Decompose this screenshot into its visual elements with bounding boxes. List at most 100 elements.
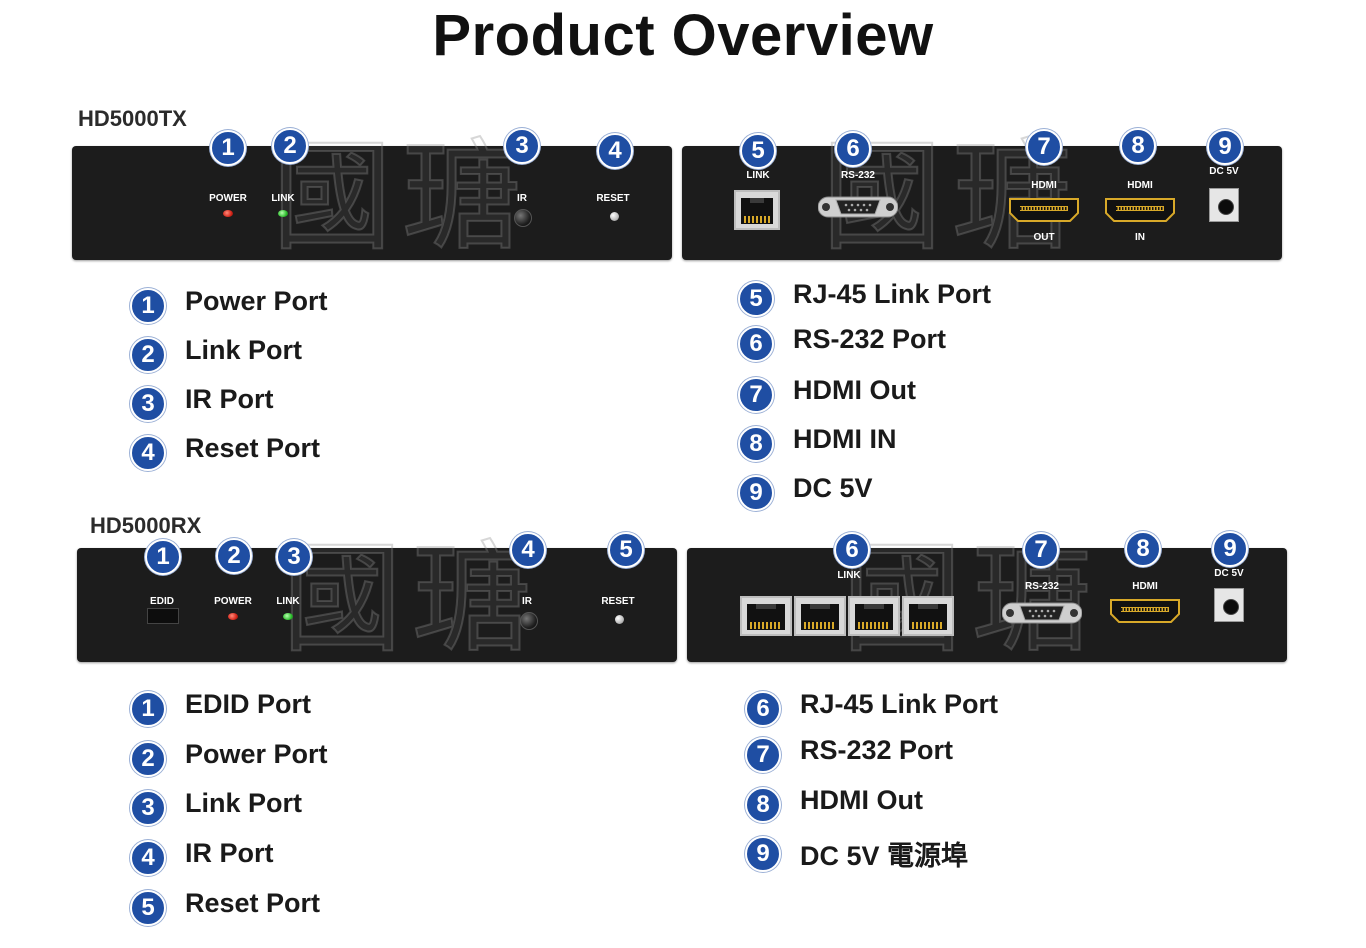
rx-ir-label: IR [522, 596, 532, 607]
rx-badge-8: 8 [1125, 531, 1161, 567]
legend-text: RS-232 Port [793, 324, 947, 354]
legend-text: Power Port [185, 739, 328, 769]
rx-rj45-port-3 [848, 596, 900, 636]
legend-badge: 1 [130, 288, 166, 324]
tx-link-label: LINK [271, 193, 295, 204]
tx-badge-9: 9 [1207, 129, 1243, 165]
tx-hdmi-in-sublabel: IN [1135, 232, 1145, 243]
legend-text: EDID Port [185, 689, 312, 719]
tx-rs232-label: RS-232 [841, 170, 875, 181]
legend-text: DC 5V [793, 473, 873, 503]
rx-rs232-port [1002, 602, 1082, 624]
tx-hdmi-in-label: HDMI [1127, 180, 1153, 191]
legend-text: DC 5V 電源埠 [800, 841, 969, 871]
tx-rs232-port [818, 196, 898, 218]
rx-rear-panel: 國瑭 LINK RS-232 HDMI DC 5V [687, 539, 1287, 662]
watermark: 國瑭 [281, 530, 542, 669]
legend-badge: 4 [130, 840, 166, 876]
legend-text: RJ-45 Link Port [793, 279, 992, 309]
legend-text: HDMI IN [793, 424, 897, 454]
rx-badge-9: 9 [1212, 531, 1248, 567]
rx-link-led [283, 613, 293, 620]
legend-badge: 2 [130, 337, 166, 373]
rx-badge-6: 6 [834, 532, 870, 568]
rx-rj45-port-4 [902, 596, 954, 636]
legend-text: Power Port [185, 286, 328, 316]
tx-ir-sensor [514, 209, 532, 227]
rx-dc-jack [1214, 588, 1244, 622]
legend-text: Reset Port [185, 433, 321, 463]
legend-text: HDMI Out [800, 785, 923, 815]
rx-badge-5: 5 [608, 532, 644, 568]
tx-dc-label: DC 5V [1209, 166, 1239, 177]
rx-badge-4: 4 [510, 532, 546, 568]
tx-power-label: POWER [209, 193, 247, 204]
tx-dc-jack [1209, 188, 1239, 222]
tx-badge-7: 7 [1026, 129, 1062, 165]
legend-badge: 8 [738, 426, 774, 462]
rx-badge-1: 1 [145, 539, 181, 575]
legend-badge: 6 [738, 326, 774, 362]
tx-badge-6: 6 [835, 131, 871, 167]
legend-badge: 5 [738, 281, 774, 317]
rx-front-panel: 國瑭 EDID POWER LINK IR RESET [77, 539, 677, 662]
tx-badge-2: 2 [272, 128, 308, 164]
tx-badge-5: 5 [740, 133, 776, 169]
tx-hdmi-out-port [1009, 198, 1079, 222]
legend-badge: 8 [745, 787, 781, 823]
rx-badge-3: 3 [276, 539, 312, 575]
tx-hdmi-out-sublabel: OUT [1033, 232, 1055, 243]
legend-badge: 3 [130, 386, 166, 422]
legend-text: Reset Port [185, 888, 321, 918]
legend-text: RS-232 Port [800, 735, 954, 765]
legend-text: HDMI Out [793, 375, 916, 405]
rx-edid-switch [147, 608, 179, 624]
legend-badge: 5 [130, 890, 166, 926]
legend-badge: 1 [130, 691, 166, 727]
legend-text: IR Port [185, 838, 274, 868]
legend-badge: 9 [745, 836, 781, 872]
legend-text: IR Port [185, 384, 274, 414]
legend-text: Link Port [185, 335, 303, 365]
tx-badge-3: 3 [504, 128, 540, 164]
tx-reset-button [610, 212, 619, 221]
tx-hdmi-out-label: HDMI [1031, 180, 1057, 191]
tx-rear-link-label: LINK [746, 170, 770, 181]
watermark: 國瑭 [271, 128, 532, 267]
rx-ir-sensor [520, 612, 538, 630]
rx-hdmi-label: HDMI [1132, 581, 1158, 592]
legend-badge: 3 [130, 790, 166, 826]
legend-text: Link Port [185, 788, 303, 818]
legend-badge: 7 [745, 737, 781, 773]
tx-rj45-port [734, 190, 780, 230]
tx-model-label: HD5000TX [78, 106, 187, 131]
rx-rs232-label: RS-232 [1025, 581, 1059, 592]
rx-model-label: HD5000RX [90, 513, 202, 538]
rx-badge-2: 2 [216, 538, 252, 574]
rx-hdmi-out-port [1110, 599, 1180, 623]
rx-edid-label: EDID [150, 596, 174, 607]
tx-badge-1: 1 [210, 130, 246, 166]
rx-power-led [228, 613, 238, 620]
rx-rj45-port-1 [740, 596, 792, 636]
rx-rear-link-label: LINK [837, 570, 861, 581]
legend-badge: 9 [738, 475, 774, 511]
tx-link-led [278, 210, 288, 217]
legend-badge: 7 [738, 377, 774, 413]
rx-rj45-port-2 [794, 596, 846, 636]
tx-rear-panel: 國瑭 LINK RS-232 HDMI OUT HDMI IN DC 5V [682, 137, 1282, 260]
tx-ir-label: IR [517, 193, 527, 204]
rx-dc-label: DC 5V [1214, 568, 1244, 579]
tx-badge-8: 8 [1120, 128, 1156, 164]
legend-badge: 4 [130, 435, 166, 471]
rx-link-label: LINK [276, 596, 300, 607]
rx-badge-7: 7 [1023, 532, 1059, 568]
rx-reset-button [615, 615, 624, 624]
tx-reset-label: RESET [596, 193, 630, 204]
tx-front-panel: 國瑭 POWER LINK IR RESET [72, 137, 672, 260]
tx-hdmi-in-port [1105, 198, 1175, 222]
legend-badge: 6 [745, 691, 781, 727]
legend-text: RJ-45 Link Port [800, 689, 999, 719]
page-title: Product Overview [432, 3, 934, 68]
legend-badge: 2 [130, 741, 166, 777]
